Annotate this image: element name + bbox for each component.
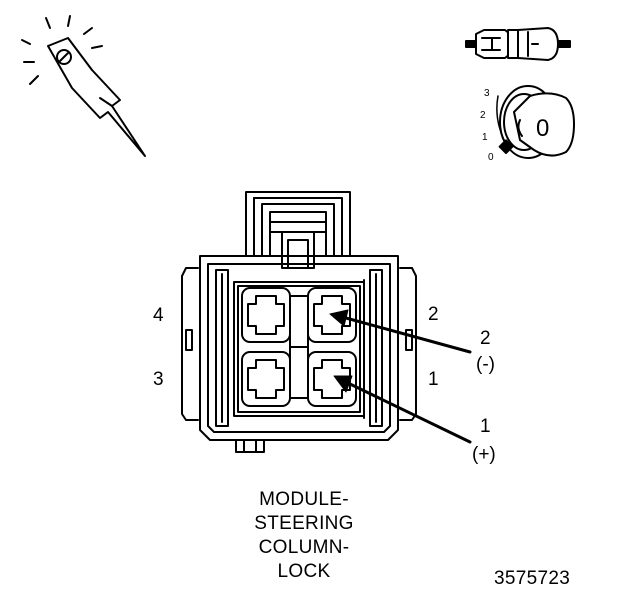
caption-line-1: MODULE- xyxy=(259,489,349,510)
connector-icon xyxy=(465,27,571,61)
caption-line-2: STEERING xyxy=(254,513,354,534)
cavity-3 xyxy=(241,351,291,407)
diagram-caption: MODULE- STEERING COLUMN- LOCK xyxy=(222,488,386,584)
callout-arrow-upper xyxy=(329,309,472,354)
connector-face xyxy=(181,191,417,453)
cavity-1 xyxy=(307,351,357,407)
key-label: 0 xyxy=(536,115,549,142)
callout-upper-polarity: (-) xyxy=(476,354,495,375)
cavity-label-3: 3 xyxy=(153,369,164,390)
test-probe-icon xyxy=(21,15,146,157)
ignition-key-icon xyxy=(496,85,575,159)
callout-upper-number: 2 xyxy=(480,328,491,349)
key-position-2: 2 xyxy=(480,110,486,121)
caption-line-4: LOCK xyxy=(277,561,331,582)
callout-lower-number: 1 xyxy=(480,416,491,437)
cavity-label-2: 2 xyxy=(428,304,439,325)
callout-lower-polarity: (+) xyxy=(472,444,496,465)
cavity-4 xyxy=(241,287,291,343)
key-position-1: 1 xyxy=(482,132,488,143)
callout-arrow-lower xyxy=(333,375,472,444)
cavity-label-4: 4 xyxy=(153,305,164,326)
figure-number: 3575723 xyxy=(494,568,571,589)
cavity-label-1: 1 xyxy=(428,369,439,390)
key-position-3: 3 xyxy=(484,88,490,99)
caption-line-3: COLUMN- xyxy=(258,537,350,558)
key-position-0: 0 xyxy=(488,152,494,163)
